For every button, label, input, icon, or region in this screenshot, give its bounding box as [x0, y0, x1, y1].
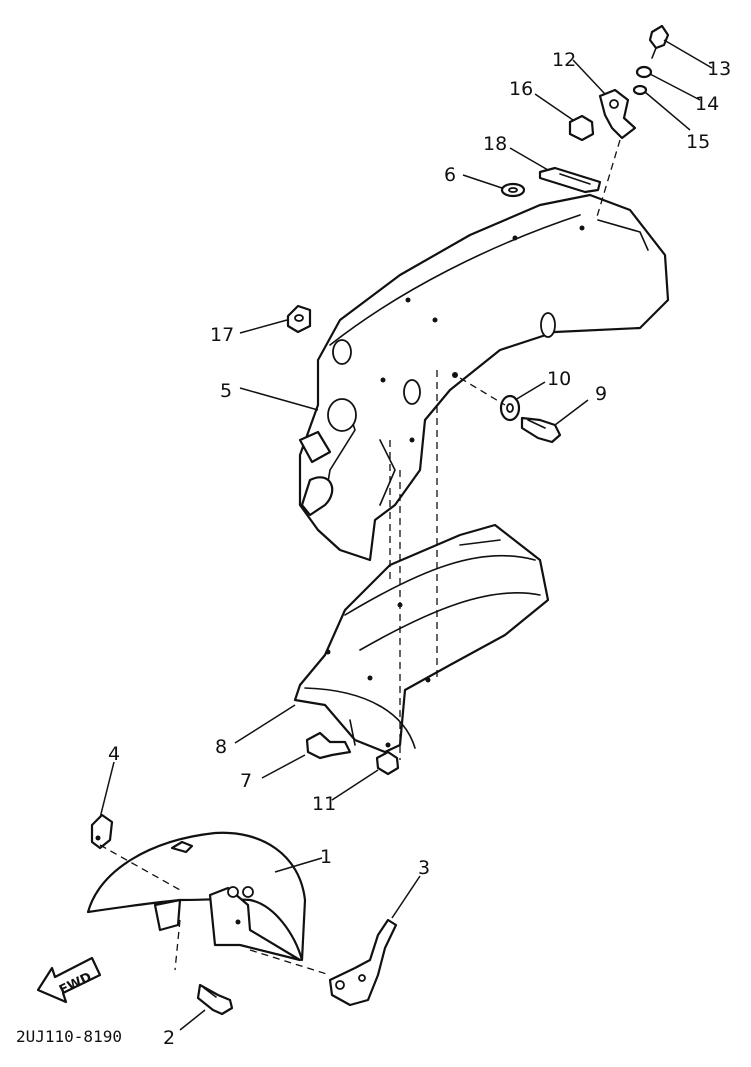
- bracket-part-3: [328, 918, 398, 1007]
- front-fender: [86, 831, 307, 962]
- callout-3: 3: [418, 857, 430, 879]
- washer-part-14: [635, 65, 653, 79]
- callout-15: 15: [686, 131, 710, 153]
- rear-fender: [298, 193, 670, 562]
- grommet-part-17: [286, 304, 312, 334]
- callout-7: 7: [240, 770, 252, 792]
- nut-part-16: [568, 114, 595, 142]
- callout-10: 10: [547, 368, 571, 390]
- callout-12: 12: [552, 49, 576, 71]
- bolt-part-9: [520, 416, 562, 444]
- callout-9: 9: [595, 383, 607, 405]
- callout-1: 1: [320, 846, 332, 868]
- leader-lines: [99, 39, 713, 1031]
- assembly-lines: [99, 139, 621, 976]
- callout-16: 16: [509, 78, 533, 100]
- callout-17: 17: [210, 324, 234, 346]
- washer-part-10: [499, 394, 521, 422]
- plate-part-18: [538, 166, 602, 194]
- bolt-part-2: [196, 983, 234, 1016]
- callout-18: 18: [483, 133, 507, 155]
- clip-part-4: [90, 813, 114, 850]
- callout-5: 5: [220, 380, 232, 402]
- callout-8: 8: [215, 736, 227, 758]
- washer-part-15: [632, 84, 648, 96]
- callout-13: 13: [707, 58, 731, 80]
- callout-2: 2: [163, 1027, 175, 1049]
- nut-part-11: [375, 750, 400, 776]
- fwd-arrow-icon: FWD: [36, 956, 102, 1004]
- drawing-code: 2UJ110-8190: [16, 1027, 122, 1046]
- callout-6: 6: [444, 164, 456, 186]
- washer-part-6: [500, 182, 526, 198]
- inner-rear-fender: [293, 523, 550, 754]
- callouts: 1 2 3 4 5 6 7 8 9 10 11 12 13 14 15 16 1…: [108, 49, 731, 1049]
- bracket-part-12: [598, 88, 637, 140]
- callout-11: 11: [312, 793, 336, 815]
- bolt-part-7: [305, 731, 352, 760]
- callout-14: 14: [695, 93, 719, 115]
- callout-4: 4: [108, 743, 120, 765]
- screw-part-13: [648, 24, 670, 59]
